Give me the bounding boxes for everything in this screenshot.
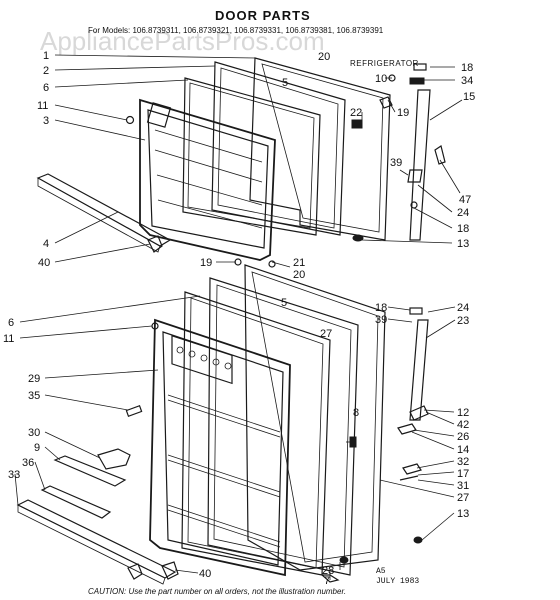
dairy-compartment [171,335,233,385]
callout-1: 1 [43,50,49,62]
screw-11-upper [125,115,135,125]
footer-date: JULY 1983 [376,577,419,586]
part-8-block [349,436,357,448]
callout-18-lower: 18 [375,302,387,314]
callout-13-upper: 13 [457,238,469,250]
callout-11-lower: 11 [3,333,14,345]
caution-note: CAUTION: Use the part number on all orde… [88,587,346,596]
part-35-clip [125,405,143,417]
callout-6-upper: 6 [43,82,49,94]
callout-15: 15 [463,91,475,103]
callout-40-upper: 40 [38,257,50,269]
upper-door-liner [139,98,276,261]
hinge-pin-18 [413,63,427,71]
callout-36: 36 [22,457,34,469]
shelf-front-9 [53,455,127,487]
lower-outer-door [244,264,386,571]
callout-39-lower: 39 [375,314,387,326]
footer-code: A5 [376,567,386,576]
callout-18-top: 18 [461,62,473,74]
callout-47: 47 [459,194,471,206]
callout-39-upper: 39 [390,157,402,169]
upper-outer-door [249,57,391,241]
callout-29: 29 [28,373,40,385]
lower-gasket [207,277,359,576]
callout-20-top: 20 [318,51,330,63]
callout-19-upper: 19 [397,107,409,119]
callout-34: 34 [461,75,473,87]
callout-35: 35 [28,390,40,402]
callout-8: 8 [353,407,359,419]
hinge-part-47 [434,145,446,165]
lower-shelf-bracket [161,561,179,580]
hinge-part-32 [402,463,422,475]
models-line: For Models: 106.8739311, 106.8739321, 10… [88,26,384,35]
callout-2: 2 [43,65,49,77]
callout-22: 22 [350,107,362,119]
callout-24-upper: 24 [457,207,469,219]
watermark: AppliancePartsPros.com [40,26,325,56]
callout-10: 10 [375,73,387,85]
upper-breaker-strip [182,77,321,236]
diagram-title: DOOR PARTS [215,8,311,23]
upper-hinge-assembly [352,63,446,242]
lower-door-assembly [16,264,386,585]
callout-6-lower: 6 [8,317,14,329]
upper-gasket [211,61,346,236]
callout-7: 7 [324,575,330,587]
part-22-block [351,119,363,129]
callout-30: 30 [28,427,40,439]
callout-31: 31 [457,480,469,492]
upper-shelf-bracket [147,235,163,253]
hinge-bracket-34 [409,77,425,85]
callout-26: 26 [457,431,469,443]
callout-18-mid: 18 [457,223,469,235]
callout-42: 42 [457,419,469,431]
lower-hinge-assembly [397,307,429,544]
lower-door-liner [149,318,291,577]
callout-28: 28 [322,565,334,577]
callout-24-lower: 24 [457,302,469,314]
callout-33: 33 [8,469,20,481]
shelf-front-36 [40,485,112,519]
leader-lines [14,54,463,580]
callout-13-lower: 13 [457,508,469,520]
callout-4: 4 [43,238,49,250]
callout-40-lower: 40 [199,568,211,580]
callout-12: 12 [457,407,469,419]
egg-tray [97,448,131,470]
callout-11-upper: 11 [37,100,48,112]
bushing-13-upper [352,234,364,242]
callout-19-lower: 19 [200,257,212,269]
hinge-bar-23 [409,319,429,421]
callout-32: 32 [457,456,469,468]
callout-5-lower: 5 [281,297,287,309]
callout-9: 9 [34,442,40,454]
lower-breaker-strip [181,291,331,576]
callout-5-upper: 5 [282,77,288,89]
upper-door-assembly [36,57,391,268]
callout-20-mid: 20 [293,269,305,281]
callout-14: 14 [457,444,469,456]
hinge-bar-15 [409,89,431,241]
callout-23: 23 [457,315,469,327]
bushing-13-lower [413,536,423,544]
callout-27-lower: 27 [457,492,469,504]
callout-21: 21 [293,257,305,269]
subtitle: REFRIGERATOR [350,59,419,68]
callout-27-mid: 27 [320,328,332,340]
callout-labels: 1 2 6 11 3 4 40 20 5 22 19 18 10 34 15 3… [3,50,475,587]
callout-3: 3 [43,115,49,127]
callout-17: 17 [457,468,469,480]
